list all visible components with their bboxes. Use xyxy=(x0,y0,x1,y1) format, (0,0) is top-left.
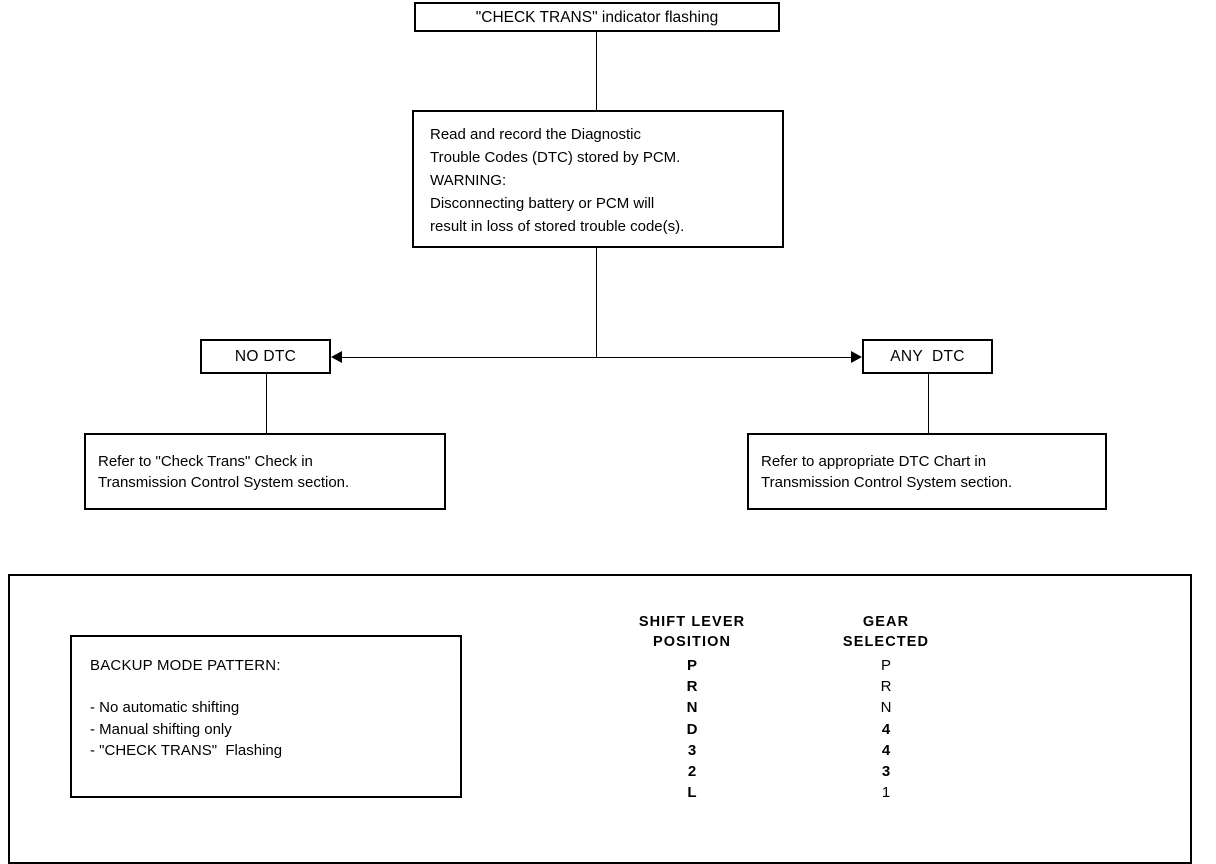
instruction-line-2: Trouble Codes (DTC) stored by PCM. xyxy=(430,149,681,166)
right-result-line-1: Refer to appropriate DTC Chart in xyxy=(761,452,987,470)
backup-bullet-3: - "CHECK TRANS" Flashing xyxy=(90,742,283,759)
shift-lever-cell: 2 xyxy=(687,763,697,781)
any-dtc-label: ANY DTC xyxy=(890,348,965,365)
left-result-line-1: Refer to "Check Trans" Check in xyxy=(98,452,313,470)
right-result-box: Refer to appropriate DTC Chart in Transm… xyxy=(747,433,1107,510)
backup-bullet-1: - No automatic shifting xyxy=(90,699,240,716)
shift-lever-header-line-1: SHIFT LEVER xyxy=(638,614,746,630)
backup-mode-bullets: - No automatic shifting - Manual shiftin… xyxy=(90,697,460,762)
shift-lever-header-line-2: POSITION xyxy=(652,634,732,650)
shift-lever-cell: L xyxy=(687,784,697,802)
gear-selected-cell: N xyxy=(880,699,892,717)
gear-selected-header-line-2: SELECTED xyxy=(842,634,930,650)
gear-selected-cell: R xyxy=(880,678,892,696)
instruction-box: Read and record the Diagnostic Trouble C… xyxy=(412,110,784,248)
backup-mode-panel: BACKUP MODE PATTERN: - No automatic shif… xyxy=(8,574,1192,864)
any-dtc-box: ANY DTC xyxy=(862,339,993,374)
connector-instruction-to-split xyxy=(596,248,597,358)
instruction-line-5: result in loss of stored trouble code(s)… xyxy=(430,218,685,235)
connector-no-dtc-to-left-result xyxy=(266,374,267,433)
title-box-line-1: "CHECK TRANS" indicator flashing xyxy=(475,8,719,26)
shift-lever-cell: 3 xyxy=(687,741,697,759)
gear-selected-header-line-1: GEAR xyxy=(862,614,910,630)
connector-title-to-instruction xyxy=(596,32,597,110)
gear-selected-cell: 3 xyxy=(881,763,891,781)
connector-any-dtc-to-right-result xyxy=(928,374,929,433)
shift-lever-cell: P xyxy=(686,657,697,674)
backup-mode-heading: BACKUP MODE PATTERN: xyxy=(90,657,281,674)
no-dtc-label: NO DTC xyxy=(234,348,297,365)
shift-lever-cell: D xyxy=(686,720,698,738)
right-result-line-2: Transmission Control System section. xyxy=(761,473,1013,491)
left-result-box: Refer to "Check Trans" Check in Transmis… xyxy=(84,433,446,510)
gear-selected-values: P R N 4 4 3 1 xyxy=(806,655,966,803)
arrow-head-right-icon xyxy=(851,351,862,363)
connector-split-horizontal xyxy=(337,357,855,358)
gear-selected-cell: 4 xyxy=(881,741,891,759)
title-box: "CHECK TRANS" indicator flashing xyxy=(414,2,780,32)
gear-selected-cell: P xyxy=(880,657,891,674)
gear-selected-cell: 4 xyxy=(881,720,891,738)
instruction-line-4: Disconnecting battery or PCM will xyxy=(430,195,655,212)
shift-lever-cell: N xyxy=(686,699,698,717)
instruction-line-3: WARNING: xyxy=(430,172,507,189)
instruction-line-1: Read and record the Diagnostic xyxy=(430,126,641,143)
arrow-head-left-icon xyxy=(331,351,342,363)
gear-selected-column: GEAR SELECTED P R N 4 4 3 1 xyxy=(806,612,966,803)
shift-lever-values: P R N D 3 2 L xyxy=(610,655,774,803)
no-dtc-box: NO DTC xyxy=(200,339,331,374)
backup-mode-box: BACKUP MODE PATTERN: - No automatic shif… xyxy=(70,635,462,798)
backup-bullet-2: - Manual shifting only xyxy=(90,720,232,738)
shift-lever-column: SHIFT LEVER POSITION P R N D 3 2 L xyxy=(610,612,774,803)
gear-selected-cell: 1 xyxy=(881,784,891,802)
shift-lever-cell: R xyxy=(686,678,698,696)
left-result-line-2: Transmission Control System section. xyxy=(98,473,350,491)
